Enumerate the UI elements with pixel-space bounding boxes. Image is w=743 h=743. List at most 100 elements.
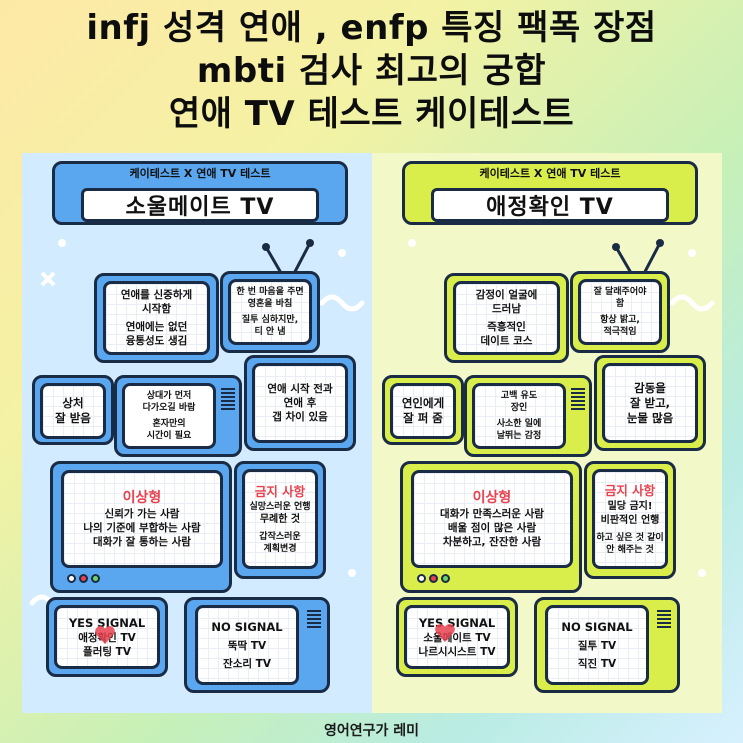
left-ideal-knobs bbox=[67, 574, 100, 583]
left-banner-subtitle: 케이테스트 X 연애 TV 테스트 bbox=[129, 167, 271, 180]
left-tv-4-screen: 상대가 먼저 다가오길 바람 혼자만의 시간이 필요 bbox=[122, 383, 216, 449]
heart-icon bbox=[95, 626, 115, 645]
right-tv1-line-2: 드러남 bbox=[492, 303, 521, 315]
left-ideal-line-2: 나의 기준에 부합하는 사람 bbox=[83, 522, 201, 534]
right-tv2-line-3: 항상 밝고, bbox=[600, 315, 640, 325]
left-tv4-line-2: 다가오길 바람 bbox=[142, 403, 196, 413]
right-yes-title: YES SIGNAL bbox=[418, 615, 496, 630]
right-tv1-line-3: 즉흥적인 bbox=[487, 321, 526, 333]
right-tv-3: 연인에게 잘 퍼 줌 bbox=[382, 375, 464, 445]
right-banner-title: 애정확인 TV bbox=[431, 188, 669, 222]
title-line-2: mbti 검사 최고의 궁합 bbox=[196, 51, 547, 91]
right-yes-screen: YES SIGNAL 소울메이트 TV 나르시시스트 TV bbox=[404, 605, 510, 669]
right-tv4-line-3: 사소한 일에 bbox=[496, 419, 542, 429]
left-tv2-line-2: 영혼을 바침 bbox=[247, 299, 293, 309]
right-tv3-line-2: 잘 퍼 줌 bbox=[403, 411, 443, 425]
right-tv-1-screen: 감정이 얼굴에 드러남 즉흥적인 데이트 코스 bbox=[453, 281, 560, 355]
right-ban-line-2: 비판적인 언행 bbox=[600, 515, 660, 526]
footer-credit: 영어연구가 레미 bbox=[323, 723, 420, 739]
right-yes-tv: YES SIGNAL 소울메이트 TV 나르시시스트 TV bbox=[396, 597, 518, 677]
left-ban-line-1: 실망스러운 언행 bbox=[249, 502, 311, 512]
right-tv2-line-1: 잘 달래주어야 bbox=[593, 287, 647, 297]
left-panel: 케이테스트 X 연애 TV 테스트 소울메이트 TV 연애를 신중하게 시작함 … bbox=[22, 153, 372, 713]
left-no-line-2: 잔소리 TV bbox=[223, 657, 271, 670]
right-tv-4-screen: 고백 유도 장인 사소한 일에 날뛰는 감정 bbox=[472, 383, 566, 449]
left-banner-title: 소울메이트 TV bbox=[81, 188, 319, 222]
right-ideal-knobs bbox=[417, 574, 450, 583]
left-tv2-line-4: 티 안 냄 bbox=[254, 327, 286, 337]
left-tv-3-screen: 상처 잘 받음 bbox=[40, 383, 106, 439]
right-tv4-line-2: 장인 bbox=[510, 403, 528, 413]
knob-icon bbox=[67, 574, 76, 583]
right-ideal-screen: 이상형 대화가 만족스러운 사람 배울 점이 많은 사람 차분하고, 잔잔한 사… bbox=[411, 470, 573, 568]
left-ideal-tv: 이상형 신뢰가 가는 사람 나의 기준에 부합하는 사람 대화가 잘 통하는 사… bbox=[50, 461, 232, 593]
right-tv-5-screen: 감동을 잘 받고, 눈물 많음 bbox=[602, 363, 698, 443]
right-tv-4: 고백 유도 장인 사소한 일에 날뛰는 감정 bbox=[464, 375, 592, 457]
left-ideal-line-3: 대화가 잘 통하는 사람 bbox=[93, 536, 191, 548]
right-tv2-line-2: 함 bbox=[615, 299, 625, 309]
right-tv5-line-3: 눈물 많음 bbox=[626, 410, 674, 425]
left-tv-3: 상처 잘 받음 bbox=[32, 375, 114, 445]
left-tv-4: 상대가 먼저 다가오길 바람 혼자만의 시간이 필요 bbox=[114, 375, 242, 457]
left-ideal-screen: 이상형 신뢰가 가는 사람 나의 기준에 부합하는 사람 대화가 잘 통하는 사… bbox=[61, 470, 223, 568]
right-panel: 케이테스트 X 연애 TV 테스트 애정확인 TV 감정이 얼굴에 드러남 즉흥… bbox=[372, 153, 722, 713]
knob-icon bbox=[79, 574, 88, 583]
left-ban-line-2: 무례한 것 bbox=[259, 514, 301, 525]
right-ban-line-4: 안 해주는 것 bbox=[606, 545, 654, 555]
right-tv-3-screen: 연인에게 잘 퍼 줌 bbox=[390, 383, 456, 439]
left-tv1-line-3: 연애에는 없던 bbox=[125, 321, 188, 333]
left-tv3-line-2: 잘 받음 bbox=[55, 411, 91, 425]
left-tv2-line-3: 질투 심하지만, bbox=[241, 315, 299, 325]
title-line-3: 연애 TV 테스트 케이테스트 bbox=[168, 94, 575, 134]
left-ideal-line-1: 신뢰가 가는 사람 bbox=[104, 508, 180, 520]
left-no-tv: NO SIGNAL 뚝딱 TV 잔소리 TV bbox=[184, 597, 330, 693]
right-tv3-line-1: 연인에게 bbox=[401, 396, 445, 410]
right-ban-screen: 금지 사항 밀당 금지! 비판적인 언행 하고 싶은 것 같이 안 해주는 것 bbox=[592, 469, 668, 569]
left-tv-2-screen: 한 번 마음을 주면 영혼을 바침 질투 심하지만, 티 안 냄 bbox=[228, 279, 312, 345]
left-tv-1-screen: 연애를 신중하게 시작함 연애에는 없던 융통성도 생김 bbox=[103, 281, 210, 355]
knob-icon bbox=[417, 574, 426, 583]
right-tv-5: 감동을 잘 받고, 눈물 많음 bbox=[594, 355, 706, 451]
right-no-line-2: 직진 TV bbox=[577, 657, 617, 670]
left-no-line-1: 뚝딱 TV bbox=[227, 639, 267, 652]
right-tv1-line-1: 감정이 얼굴에 bbox=[475, 289, 538, 301]
right-no-line-1: 질투 TV bbox=[577, 639, 617, 652]
left-banner-tv: 케이테스트 X 연애 TV 테스트 소울메이트 TV bbox=[52, 161, 348, 225]
left-tv4-line-1: 상대가 먼저 bbox=[146, 391, 192, 401]
right-tv-2-screen: 잘 달래주어야 함 항상 밝고, 적극적임 bbox=[578, 279, 662, 345]
right-ban-title: 금지 사항 bbox=[604, 483, 656, 498]
right-tv4-speaker bbox=[571, 388, 585, 412]
right-tv2-line-4: 적극적임 bbox=[603, 327, 637, 337]
right-no-tv: NO SIGNAL 질투 TV 직진 TV bbox=[534, 597, 680, 693]
right-no-speaker bbox=[657, 610, 671, 630]
left-no-speaker bbox=[307, 610, 321, 630]
left-no-title: NO SIGNAL bbox=[211, 619, 283, 634]
right-ban-line-3: 하고 싶은 것 같이 bbox=[596, 533, 664, 543]
left-ban-line-4: 계획변경 bbox=[263, 544, 297, 554]
left-ban-title: 금지 사항 bbox=[254, 484, 306, 499]
right-yes-line-2: 나르시시스트 TV bbox=[418, 645, 496, 658]
left-yes-line-2: 플러팅 TV bbox=[83, 645, 131, 658]
right-ideal-line-1: 대화가 만족스러운 사람 bbox=[440, 508, 544, 520]
left-tv-2: 한 번 마음을 주면 영혼을 바침 질투 심하지만, 티 안 냄 bbox=[220, 271, 320, 353]
right-ideal-title: 이상형 bbox=[472, 490, 512, 506]
right-tv5-line-2: 잘 받고, bbox=[629, 395, 671, 410]
right-ban-line-1: 밀당 금지! bbox=[607, 501, 653, 512]
right-banner-tv: 케이테스트 X 연애 TV 테스트 애정확인 TV bbox=[402, 161, 698, 225]
left-ban-tv: 금지 사항 실망스러운 언행 무례한 것 갑작스러운 계획변경 bbox=[234, 461, 326, 579]
left-ideal-title: 이상형 bbox=[122, 490, 162, 506]
left-tv1-line-2: 시작함 bbox=[142, 303, 171, 315]
right-tv-2: 잘 달래주어야 함 항상 밝고, 적극적임 bbox=[570, 271, 670, 353]
heart-icon bbox=[435, 624, 455, 643]
right-ideal-tv: 이상형 대화가 만족스러운 사람 배울 점이 많은 사람 차분하고, 잔잔한 사… bbox=[400, 461, 582, 593]
right-ideal-line-2: 배울 점이 많은 사람 bbox=[447, 522, 537, 534]
left-tv-1: 연애를 신중하게 시작함 연애에는 없던 융통성도 생김 bbox=[94, 273, 219, 363]
right-ideal-line-3: 차분하고, 잔잔한 사람 bbox=[442, 536, 542, 548]
left-tv4-speaker bbox=[221, 388, 235, 412]
right-tv-1: 감정이 얼굴에 드러남 즉흥적인 데이트 코스 bbox=[444, 273, 569, 363]
right-tv1-line-4: 데이트 코스 bbox=[480, 335, 533, 347]
left-tv5-line-1: 연애 시작 전과 bbox=[267, 383, 333, 395]
left-no-screen: NO SIGNAL 뚝딱 TV 잔소리 TV bbox=[195, 605, 299, 685]
left-ban-line-3: 갑작스러운 bbox=[259, 532, 301, 542]
left-tv4-line-3: 혼자만의 bbox=[152, 419, 186, 429]
